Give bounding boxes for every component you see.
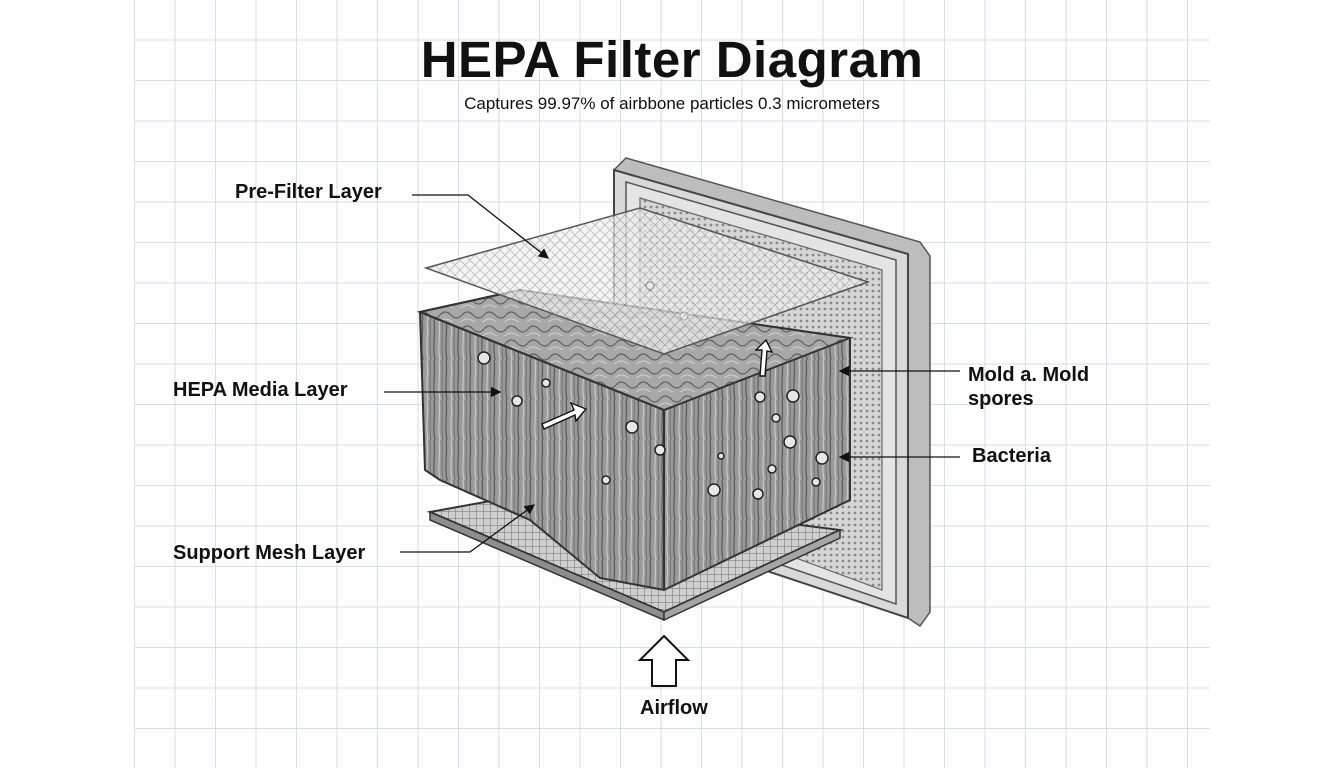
airflow-arrow-icon xyxy=(640,636,688,686)
label-mold-spores: Mold a. Mold spores xyxy=(968,363,1118,411)
label-airflow: Airflow xyxy=(640,696,708,720)
label-support-mesh-layer: Support Mesh Layer xyxy=(173,541,365,565)
label-bacteria: Bacteria xyxy=(972,444,1051,468)
label-pre-filter-layer: Pre-Filter Layer xyxy=(235,180,382,204)
label-hepa-media-layer: HEPA Media Layer xyxy=(173,378,348,402)
